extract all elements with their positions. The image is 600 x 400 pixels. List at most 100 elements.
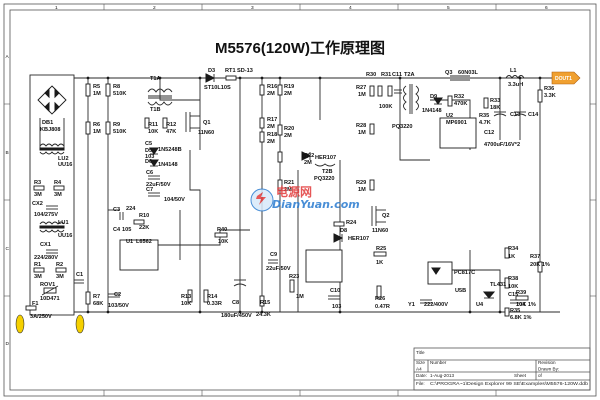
U1-value: L6562 [136, 239, 152, 245]
C10-value: 103 [332, 304, 341, 310]
capacitor-C11: C11 [392, 72, 402, 94]
R28-ref: R28 [356, 123, 366, 129]
R3-value: 3M [34, 192, 42, 198]
C15-value: 104 [516, 302, 526, 308]
R4-ref: R4 [54, 180, 62, 186]
R36-value: 3.3K [544, 93, 556, 99]
resistor-R37: R37 20K 1% [530, 254, 550, 273]
LU1-value: UU16 [58, 233, 72, 239]
resistor-R19: R19 2M [277, 84, 294, 97]
R6-ref: R6 [93, 122, 100, 128]
page-title: M5576(120W)工作原理图 [215, 39, 385, 57]
R35b-value: 6.8K 1% [510, 315, 531, 321]
R31-ref: R31 [381, 72, 391, 78]
resistor-R28: R28 1M [356, 123, 375, 136]
R26-value: 0.47R [375, 304, 390, 310]
D7-ref: D7 [302, 154, 309, 160]
C2-ref: C2 [114, 292, 121, 298]
R11-ref: R11 [148, 122, 158, 128]
transformer-T2A: T2A PQ3220 [392, 72, 419, 130]
R2-value: 3M [56, 274, 64, 280]
watermark-site: DianYuan.com [272, 198, 360, 211]
ic-pwm-controller [305, 249, 343, 283]
capacitor-C7: C7 104/50V [146, 187, 185, 203]
tb-size-value: A4 [416, 367, 422, 372]
capacitor-C2: C2 103/50V [108, 292, 129, 309]
Q2-value: 11N60 [372, 228, 388, 234]
R38-ref: R38 [508, 276, 518, 282]
R29-ref: R29 [356, 180, 366, 186]
R22-value: 2M [304, 160, 312, 166]
R4-value: 3M [54, 192, 62, 198]
R3-ref: R3 [34, 180, 41, 186]
grid-row-label: D [6, 341, 10, 347]
R10-ref: R10 [139, 213, 149, 219]
ac-input-plug-right [75, 314, 85, 334]
capacitor-C6: C6 22uF/50V [146, 170, 171, 188]
R14-ref: R14 [207, 294, 218, 300]
D3-value: ST10L10S [204, 85, 231, 91]
tb-revision-label: Revision [538, 360, 556, 365]
D9-ref: D9 [430, 94, 437, 100]
mosfet-Q3: Q3 60N03L [445, 70, 478, 81]
C1-ref: C1 [76, 272, 83, 278]
resistor-R3: R3 3M [33, 180, 45, 198]
CX2-value: 104/275V [34, 212, 58, 218]
grid-row-label: A [6, 54, 10, 60]
R29-value: 1M [358, 187, 366, 193]
R12-value: 47K [166, 129, 176, 135]
resistor-R11: R11 10K [144, 117, 158, 135]
C6-ref: C6 [146, 170, 153, 176]
mosfet-Q2: Q2 11N60 [371, 206, 389, 234]
D8-ref: D8 [340, 228, 347, 234]
R1-ref: R1 [34, 262, 41, 268]
D8-value: HER107 [348, 236, 369, 242]
resistor-R33: R33 18K [483, 97, 500, 111]
R17-ref: R17 [267, 117, 277, 123]
resistor-R27: R27 1M [356, 85, 375, 98]
U2-value: MP6901 [446, 120, 467, 126]
R32-ref: R32 [454, 94, 464, 100]
C5-value: 103 [145, 154, 154, 160]
R7-value: 68K [93, 301, 103, 307]
U1-ref: U1 [126, 239, 133, 245]
resistor-R5: R5 1M [85, 83, 101, 97]
R13-ref: R13 [181, 294, 191, 300]
resistor-R34: R34 1K [504, 246, 519, 260]
C3-value: 224 [126, 206, 136, 212]
tb-date-value: 1-Aug-2013 [430, 373, 454, 378]
R35b-ref: R35 [510, 308, 520, 314]
capacitor-CX1: CX1 224/280V [34, 242, 58, 261]
ac-input-connectors [15, 314, 85, 334]
C9-ref: C9 [270, 252, 277, 258]
R25-ref: R25 [376, 246, 386, 252]
R20-value: 2M [284, 133, 292, 139]
lightning-icon [256, 192, 266, 205]
C6-value: 22uF/50V [146, 182, 171, 188]
T2A-value: PQ3220 [392, 124, 413, 130]
zener-D5: D5 1N5248B [145, 147, 182, 155]
C3-ref: C3 [113, 207, 120, 213]
tb-of-label: of [538, 373, 543, 378]
R21-value: 2M [284, 187, 292, 193]
resistor-R10: R10 22K [133, 213, 149, 231]
grid-ticks [4, 4, 596, 396]
resistor-R20: R20 2M [277, 124, 294, 139]
resistor-R9: R9 510K [105, 121, 126, 135]
grid-col-label: 1 [55, 5, 58, 11]
U5B-ref: U5B [455, 288, 466, 294]
capacitor-C8: C8 180uF/450V [221, 279, 252, 319]
watermark-cn: 电源网 [276, 184, 312, 199]
R40-ref: R40 [217, 227, 227, 233]
resistor-R7: R7 68K [85, 291, 103, 307]
RT1-value: SD-13 [237, 68, 253, 74]
C12-ref: C12 [484, 130, 494, 136]
common-mode-choke-LU2: LU2 UU16 [39, 143, 72, 168]
R30-ref: R30 [366, 72, 376, 78]
resistor-R14: R14 0.33R [203, 289, 222, 307]
capacitor-C3: C3 224 [113, 206, 136, 220]
grid-col-label: 3 [251, 5, 254, 11]
Q3-value: 60N03L [458, 70, 478, 76]
R15-ref: R15 [260, 300, 270, 306]
tb-number-label: Number [430, 360, 447, 365]
